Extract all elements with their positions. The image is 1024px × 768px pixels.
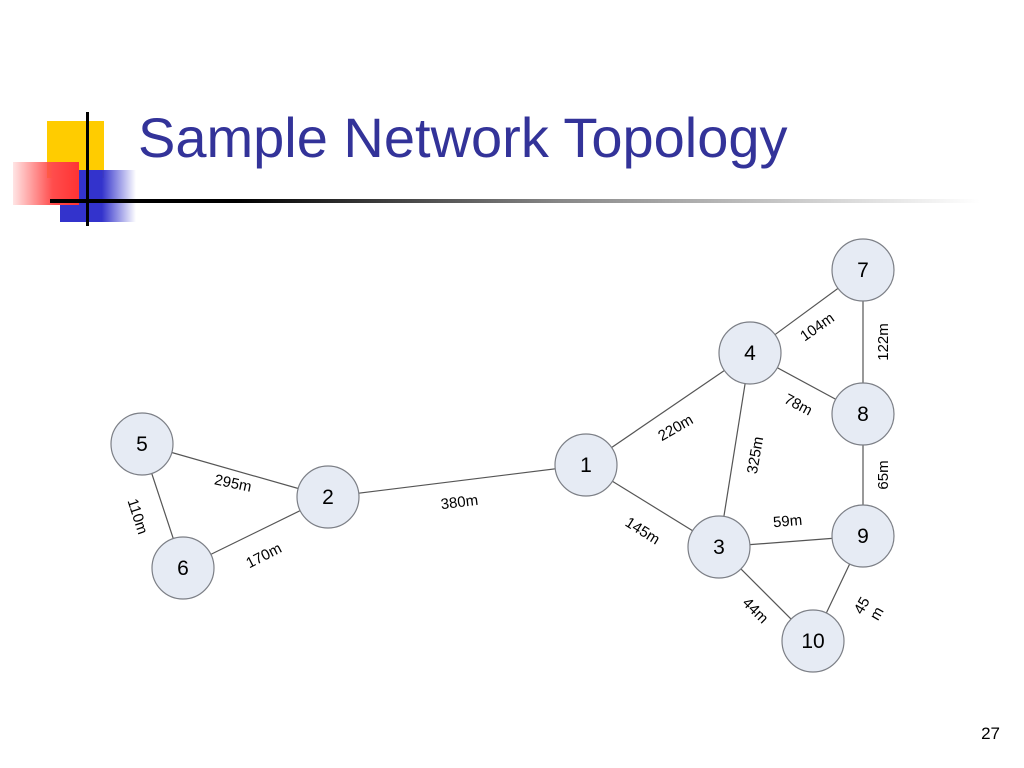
node-3: 3 — [687, 515, 751, 579]
node-label: 9 — [857, 525, 869, 548]
edge-1-4 — [585, 352, 751, 466]
node-label: 2 — [322, 486, 334, 509]
edge-label-5-6: 110m — [124, 497, 151, 537]
node-10: 10 — [781, 609, 845, 673]
edge-2-1 — [327, 464, 587, 498]
node-label: 8 — [857, 403, 869, 426]
edge-label-4-7: 104m — [797, 310, 837, 345]
title-underline — [50, 199, 980, 203]
decor-red-bar — [13, 162, 79, 205]
node-9: 9 — [831, 504, 895, 568]
edge-label-1-3: 145m — [622, 514, 663, 548]
decor-vertical-line — [86, 112, 89, 226]
page-number: 27 — [981, 724, 1000, 743]
edge-label-2-1: 380m — [440, 492, 479, 513]
edge-label-1-4: 220m — [655, 411, 696, 444]
node-4: 4 — [718, 321, 782, 385]
edge-label-7-8: 122m — [875, 323, 892, 361]
edge-5-2 — [141, 443, 329, 498]
edge-label-8-9: 65m — [875, 460, 892, 489]
edge-label-4-8: 78m — [781, 391, 815, 420]
edge-label-4-3: 325m — [744, 435, 767, 475]
node-1: 1 — [554, 433, 618, 497]
node-8: 8 — [831, 382, 895, 446]
node-7: 7 — [831, 238, 895, 302]
node-label: 7 — [857, 259, 869, 282]
node-5: 5 — [110, 412, 174, 476]
slide-title: Sample Network Topology — [138, 106, 788, 169]
edge-label-9-10-line1: 45 — [851, 594, 874, 617]
node-label: 6 — [177, 557, 189, 580]
edge-label-5-2: 295m — [213, 471, 253, 495]
node-label: 5 — [136, 433, 148, 456]
node-6: 6 — [151, 536, 215, 600]
node-label: 10 — [801, 630, 824, 653]
edge-4-3 — [718, 352, 751, 548]
edge-label-3-10: 44m — [739, 594, 772, 627]
nodes: 1 2 3 4 5 6 7 — [110, 238, 895, 673]
edge-label-6-2: 170m — [243, 540, 284, 572]
edge-label-3-9: 59m — [772, 512, 803, 531]
node-label: 1 — [580, 454, 592, 477]
node-2: 2 — [296, 465, 360, 529]
node-label: 3 — [713, 536, 725, 559]
node-label: 4 — [744, 342, 756, 365]
